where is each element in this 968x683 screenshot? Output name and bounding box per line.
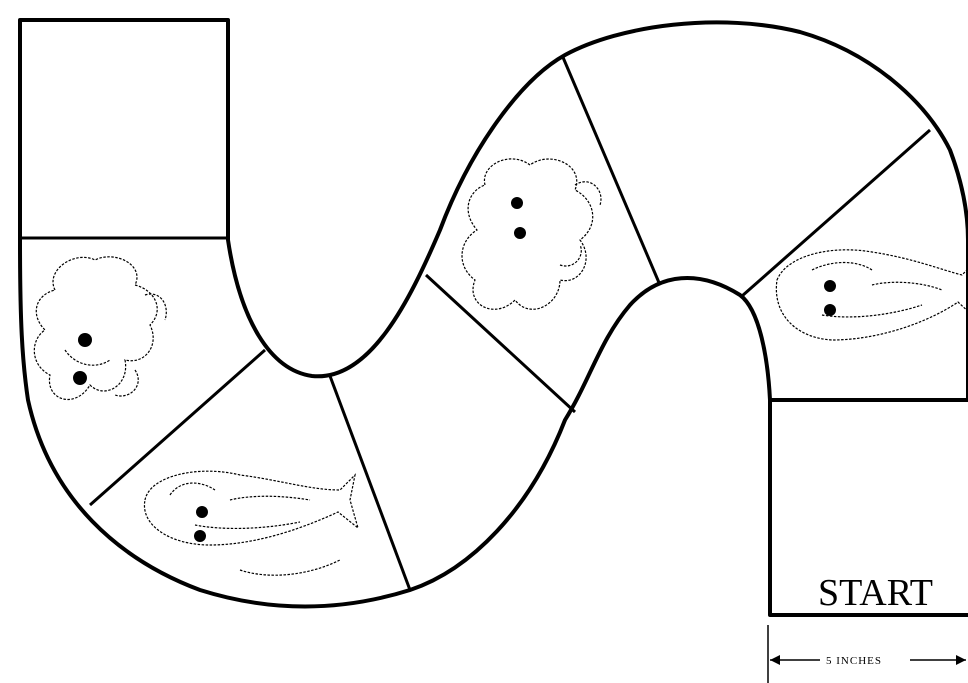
divider-5 — [562, 55, 660, 285]
measure-label: 5 INCHES — [826, 655, 882, 667]
arrow-left-icon — [770, 655, 780, 665]
space-dividers — [20, 55, 930, 590]
track-outer-edge — [20, 20, 968, 615]
start-label: START — [818, 572, 933, 614]
flower-face-icon — [462, 159, 601, 309]
divider-6 — [742, 130, 930, 296]
measurement-indicator: 5 INCHES — [768, 625, 966, 683]
fish-icon — [144, 471, 358, 575]
divider-2 — [90, 350, 265, 505]
flower-face-icon — [34, 257, 166, 400]
divider-3 — [330, 376, 410, 590]
divider-4 — [426, 275, 575, 412]
arrow-right-icon — [956, 655, 966, 665]
fish-icon — [776, 250, 968, 340]
track-outline — [20, 20, 968, 615]
